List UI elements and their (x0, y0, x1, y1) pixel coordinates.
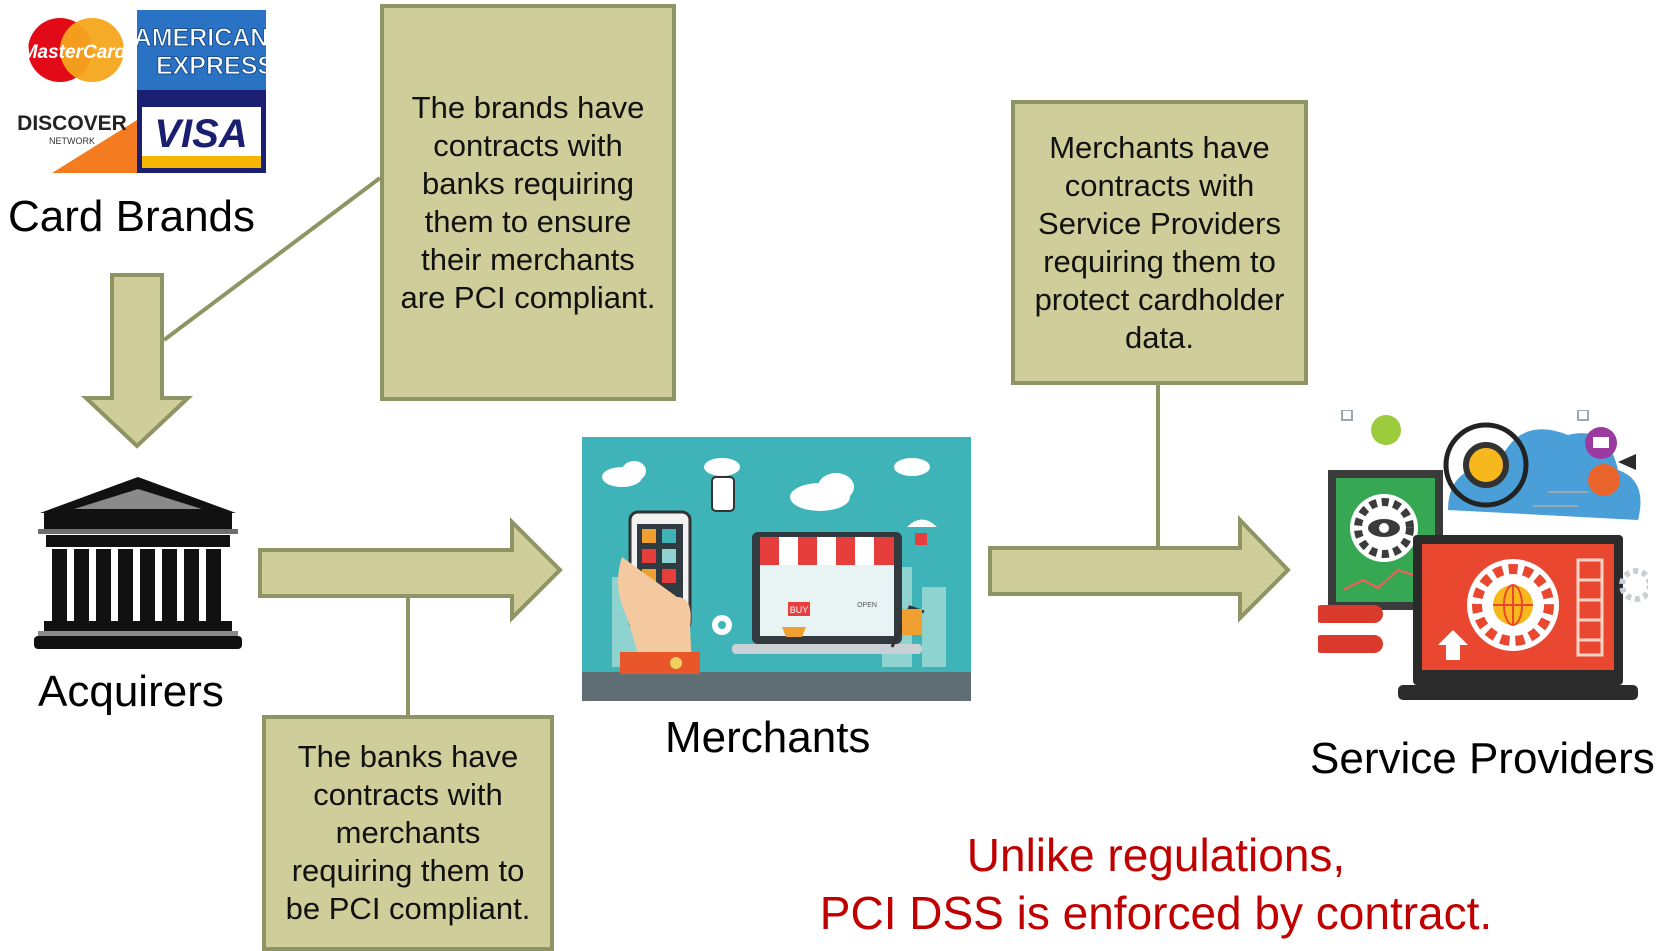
note-merchants-contracts-providers: Merchants have contracts with Service Pr… (1011, 100, 1308, 385)
mastercard-text: MasterCard (22, 42, 127, 63)
merchants-illustration: BUY OPEN (582, 437, 971, 701)
mastercard-logo: MasterCard (12, 10, 137, 90)
note-brands-contracts-banks: The brands have contracts with banks req… (380, 4, 676, 401)
merchants-label: Merchants (665, 713, 871, 762)
visa-text: VISA (154, 112, 247, 156)
arrow-acquirers-to-merchants (258, 517, 563, 623)
discover-subtext: NETWORK (49, 136, 95, 146)
connector-brands-note (162, 176, 382, 342)
bank-icon (34, 477, 242, 649)
card-brands-label: Card Brands (8, 192, 256, 241)
footer-line-1: Unlike regulations, (966, 829, 1346, 881)
service-providers-label: Service Providers (1310, 734, 1655, 783)
amex-text-line1: AMERICAN (137, 24, 266, 52)
arrow-merchants-to-providers (988, 515, 1291, 623)
shop-buy-sign: BUY (790, 605, 809, 615)
note-brands-text: The brands have contracts with banks req… (400, 89, 656, 315)
note-merchants-text: Merchants have contracts with Service Pr… (1034, 129, 1285, 355)
note-banks-contracts-merchants: The banks have contracts with merchants … (262, 715, 554, 951)
note-banks-text: The banks have contracts with merchants … (285, 739, 531, 926)
discover-logo: DISCOVER NETWORK (12, 90, 137, 173)
amex-logo: AMERICAN EXPRESS (137, 10, 266, 90)
shop-open-sign: OPEN (857, 602, 877, 609)
amex-text-line2: EXPRESS (156, 52, 266, 80)
card-brands-logos: MasterCard AMERICAN EXPRESS DISCOVER NET… (12, 10, 266, 173)
discover-text: DISCOVER (17, 112, 127, 135)
acquirers-label: Acquirers (38, 667, 224, 716)
footer-line-2: PCI DSS is enforced by contract. (819, 887, 1493, 939)
footer-statement: Unlike regulations, PCI DSS is enforced … (780, 826, 1532, 942)
arrow-brands-to-acquirers (80, 273, 194, 449)
service-providers-illustration (1318, 410, 1648, 700)
visa-logo: VISA (137, 90, 266, 173)
